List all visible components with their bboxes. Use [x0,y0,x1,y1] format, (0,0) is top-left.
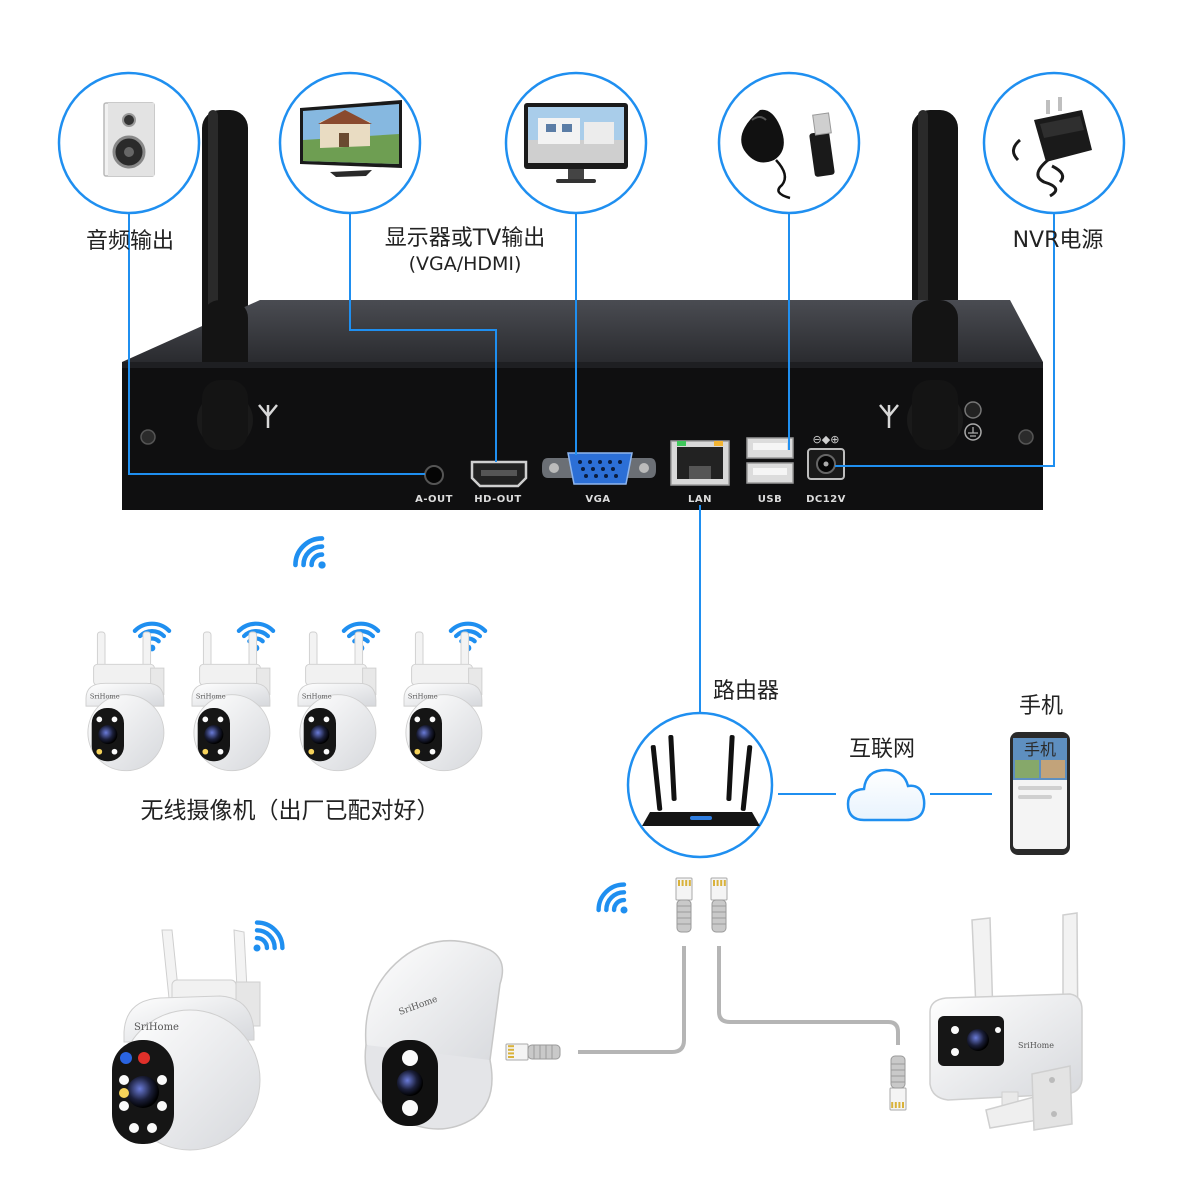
antenna-symbol-icon [258,404,899,428]
nvr-recorder: ⊖◆⊕ A-OUT HD-OUT VGA LAN USB DC12V [122,110,1043,510]
rj45-plugs [505,877,907,1111]
wired-bullet-camera: SriHome [929,912,1083,1131]
label-paired-cameras: 无线摄像机（出厂已配对好） [141,798,440,824]
bullet-brand-logo: SriHome [1018,1041,1054,1050]
rj45-plug-icon [889,1055,907,1111]
ground-icon [964,423,982,441]
wired-dome-camera: SriHome [364,939,504,1130]
paired-cameras-row: SriHome SriHome SriHome SriHome [85,631,483,772]
audio-output-circle [57,71,201,215]
line-power [835,200,1055,467]
connection-lines [128,200,1055,795]
nvr-top-surface [122,300,1043,362]
line-display [349,212,497,462]
speaker-icon [103,102,155,177]
reset-button-icon [964,401,982,419]
usb-stick-icon [809,112,835,177]
label-nvr-power: NVR电源 [1013,228,1104,253]
screw-icon [140,429,1034,445]
wireless-ptz-camera: SriHome [191,631,271,772]
usb-ports-icon [746,437,794,484]
wireless-ptz-camera: SriHome [403,631,483,772]
wifi-signal-icon [293,536,326,569]
a-out-port-icon [424,465,444,485]
cloud-icon [846,768,926,822]
router-icon [642,734,760,826]
wifi-signal-icon [253,920,285,952]
wifi-signal-icon [132,621,172,652]
cable-bullet [717,946,900,1045]
wireless-ptz-camera: SriHome [297,631,377,772]
monitor-icon [524,103,628,183]
ptz-large-brand-logo: SriHome [134,1022,179,1033]
cable-dome [578,946,686,1054]
port-label-hd-out: HD-OUT [474,494,521,505]
ethernet-cables [578,946,900,1054]
display-output-circle [278,71,422,215]
label-display-output-sub: (VGA/HDMI) [409,253,522,275]
usb-devices-circle [717,71,861,215]
smartphone-icon: 手机 [1010,732,1070,855]
ptz-brand-logo: SriHome [196,693,226,701]
power-adapter-icon [1012,97,1092,198]
label-internet: 互联网 [849,737,915,762]
wifi-signal-icon [596,882,628,914]
rj45-plug-icon [505,1043,561,1061]
ptz-brand-logo: SriHome [90,693,120,701]
label-phone: 手机 [1019,694,1063,719]
vga-monitor-circle [504,71,648,215]
ptz-body: SriHome [112,929,261,1151]
nvr-power-circle [982,71,1126,215]
wireless-ptz-camera-large: SriHome [112,929,261,1151]
tv-icon [300,100,402,177]
port-label-dc12v: DC12V [806,494,846,505]
dc-power-port-icon: ⊖◆⊕ [807,433,845,480]
router-circle [626,711,774,859]
label-audio-output: 音频输出 [86,229,174,254]
port-label-a-out: A-OUT [415,494,453,505]
rj45-plug-icon [710,877,728,933]
port-label-vga: VGA [585,494,610,505]
line-audio [128,200,425,475]
wifi-signals [132,536,628,952]
port-label-lan: LAN [688,494,712,505]
wireless-ptz-camera: SriHome [85,631,165,772]
svg-text:⊖◆⊕: ⊖◆⊕ [813,433,840,446]
phone-screen-title: 手机 [1024,740,1056,759]
port-label-usb: USB [758,494,782,505]
mouse-icon [741,109,791,200]
ptz-brand-logo: SriHome [408,693,438,701]
label-router: 路由器 [713,679,779,704]
label-display-output: 显示器或TV输出 [385,226,546,251]
ptz-brand-logo: SriHome [302,693,332,701]
rj45-plug-icon [675,877,693,933]
nvr-rear-panel [122,362,1043,510]
